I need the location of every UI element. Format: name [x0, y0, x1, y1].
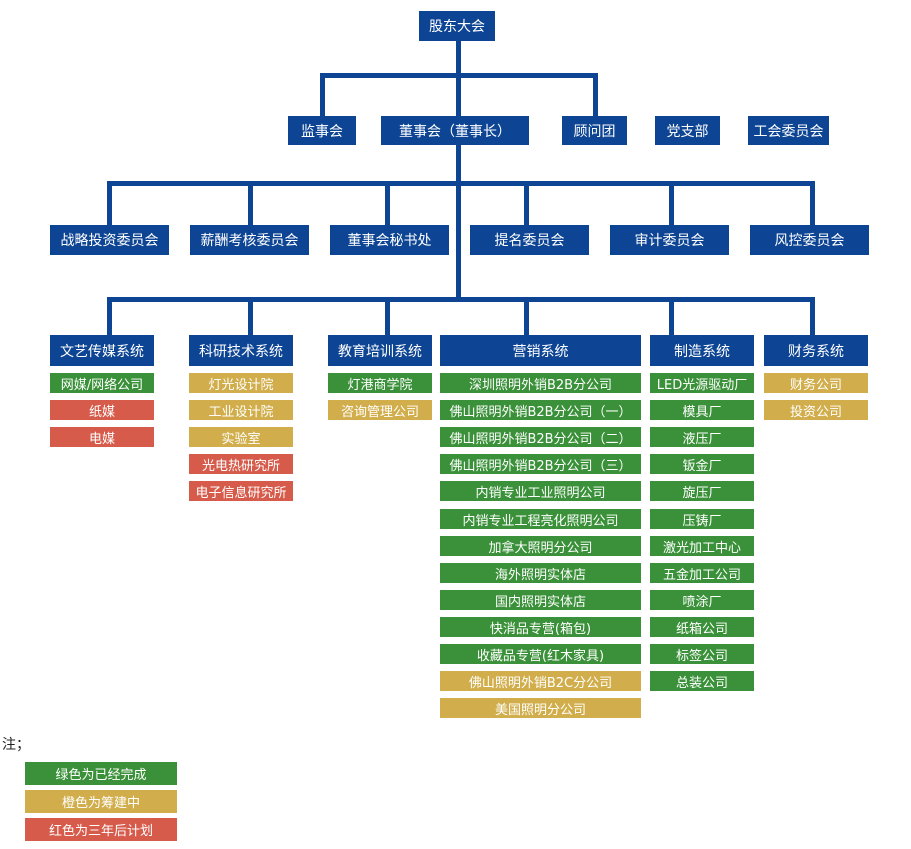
- system-item: 海外照明实体店: [440, 563, 641, 583]
- system-item: 喷涂厂: [650, 590, 754, 610]
- connector-line: [593, 73, 598, 118]
- system-item: 电子信息研究所: [189, 481, 293, 501]
- node-committee: 审计委员会: [610, 225, 729, 255]
- legend-item: 绿色为已经完成: [25, 762, 177, 785]
- system-item: 激光加工中心: [650, 536, 754, 556]
- system-item: 灯港商学院: [328, 373, 432, 393]
- connector-line: [810, 181, 815, 227]
- legend-item: 橙色为筹建中: [25, 790, 177, 813]
- system-header: 文艺传媒系统: [50, 335, 154, 366]
- node-committee: 提名委员会: [470, 225, 589, 255]
- connector-line: [385, 297, 390, 337]
- system-item: 标签公司: [650, 644, 754, 664]
- connector-line: [669, 297, 674, 337]
- connector-line: [524, 181, 529, 227]
- system-item: 工业设计院: [189, 400, 293, 420]
- system-item: 国内照明实体店: [440, 590, 641, 610]
- system-item: 咨询管理公司: [328, 400, 432, 420]
- system-header: 教育培训系统: [328, 335, 432, 366]
- node-committee: 风控委员会: [750, 225, 869, 255]
- node-board-of-directors: 董事会（董事长）: [381, 116, 529, 145]
- system-item: 液压厂: [650, 427, 754, 447]
- connector-line: [456, 40, 461, 300]
- system-item: 投资公司: [764, 400, 868, 420]
- legend-item: 红色为三年后计划: [25, 818, 177, 841]
- system-item: LED光源驱动厂: [650, 373, 754, 393]
- system-item: 深圳照明外销B2B分公司: [440, 373, 641, 393]
- node-committee: 战略投资委员会: [50, 225, 169, 255]
- connector-line: [107, 297, 112, 337]
- connector-line: [669, 181, 674, 227]
- legend-title: 注；: [2, 737, 30, 753]
- system-item: 电媒: [50, 427, 154, 447]
- connector-line: [107, 181, 815, 186]
- connector-line: [810, 297, 815, 337]
- system-item: 快消品专营(箱包): [440, 617, 641, 637]
- node-committee: 董事会秘书处: [330, 225, 449, 255]
- connector-line: [248, 297, 253, 337]
- connector-line: [320, 73, 325, 118]
- connector-line: [107, 181, 112, 227]
- system-item: 美国照明分公司: [440, 698, 641, 718]
- system-header: 营销系统: [440, 335, 641, 366]
- system-item: 内销专业工业照明公司: [440, 481, 641, 501]
- system-item: 内销专业工程亮化照明公司: [440, 509, 641, 529]
- system-item: 网媒/网络公司: [50, 373, 154, 393]
- system-item: 模具厂: [650, 400, 754, 420]
- connector-line: [524, 297, 529, 337]
- connector-line: [320, 73, 598, 78]
- system-header: 制造系统: [650, 335, 754, 366]
- system-item: 加拿大照明分公司: [440, 536, 641, 556]
- system-item: 光电热研究所: [189, 454, 293, 474]
- node-committee: 薪酬考核委员会: [190, 225, 309, 255]
- system-item: 佛山照明外销B2B分公司（三）: [440, 454, 641, 474]
- system-item: 旋压厂: [650, 481, 754, 501]
- node-party-branch: 党支部: [655, 116, 720, 145]
- node-supervisory-board: 监事会: [288, 116, 356, 145]
- connector-line: [107, 297, 815, 302]
- system-item: 财务公司: [764, 373, 868, 393]
- node-union-committee: 工会委员会: [748, 116, 829, 145]
- system-item: 佛山照明外销B2B分公司（二）: [440, 427, 641, 447]
- connector-line: [248, 181, 253, 227]
- system-item: 佛山照明外销B2B分公司（一）: [440, 400, 641, 420]
- system-item: 佛山照明外销B2C分公司: [440, 671, 641, 691]
- system-item: 总装公司: [650, 671, 754, 691]
- system-item: 纸媒: [50, 400, 154, 420]
- node-shareholders-meeting: 股东大会: [419, 11, 495, 41]
- system-item: 收藏品专营(红木家具): [440, 644, 641, 664]
- system-item: 灯光设计院: [189, 373, 293, 393]
- system-item: 纸箱公司: [650, 617, 754, 637]
- system-item: 压铸厂: [650, 509, 754, 529]
- node-advisory-group: 顾问团: [562, 116, 627, 145]
- system-header: 科研技术系统: [189, 335, 293, 366]
- system-item: 实验室: [189, 427, 293, 447]
- system-item: 五金加工公司: [650, 563, 754, 583]
- system-header: 财务系统: [764, 335, 868, 366]
- connector-line: [385, 181, 390, 227]
- system-item: 钣金厂: [650, 454, 754, 474]
